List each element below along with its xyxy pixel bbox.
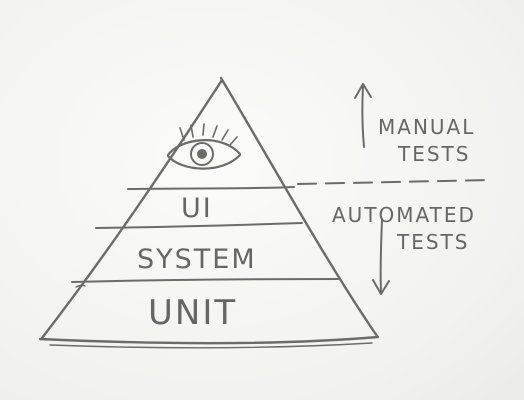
divider-eye-ui: [127, 186, 295, 190]
automated-label-line1: AUTOMATED: [332, 203, 476, 227]
pyramid-base: [38, 335, 380, 345]
arrow-down-icon: [372, 219, 390, 295]
divider-system-unit-extra: [75, 284, 86, 288]
arrow-up-icon: [354, 83, 372, 148]
automated-label-line2: TESTS: [396, 230, 469, 254]
manual-automated-separator: [297, 179, 491, 185]
divider-system-unit: [71, 278, 339, 283]
manual-label-line2: TESTS: [397, 142, 470, 166]
pyramid-right-edge: [219, 76, 379, 338]
layer-label-unit: UNIT: [148, 293, 237, 333]
eye-icon: [166, 123, 242, 170]
pyramid-base-double: [49, 342, 373, 349]
layer-label-ui: UI: [181, 193, 213, 224]
layer-label-system: SYSTEM: [137, 244, 257, 275]
manual-label-line1: MANUAL: [378, 115, 475, 139]
pyramid-left-edge: [40, 78, 224, 340]
pyramid: [38, 76, 380, 349]
divider-ui-system: [95, 222, 303, 229]
